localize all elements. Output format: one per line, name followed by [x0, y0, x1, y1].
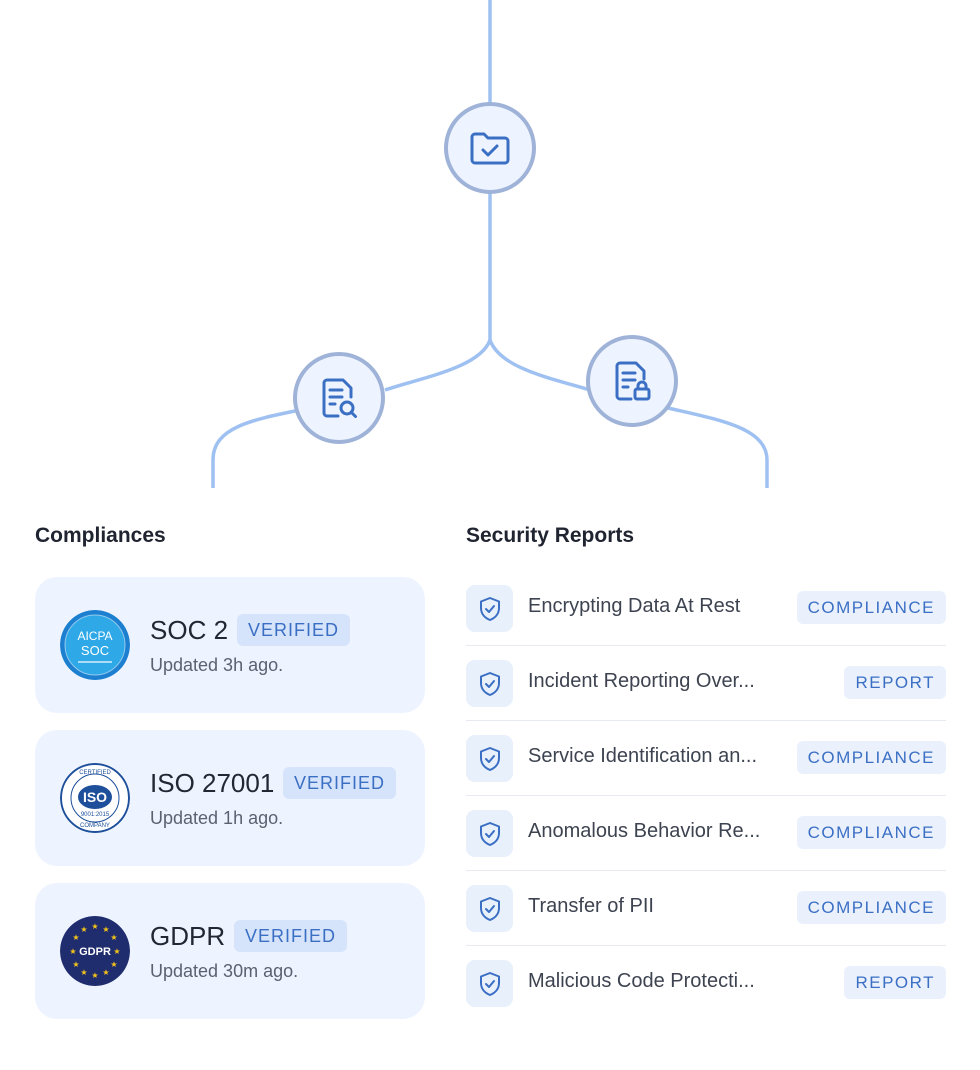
document-lock-icon [615, 361, 651, 401]
shield-check-icon [466, 585, 513, 632]
svg-text:★: ★ [91, 922, 98, 931]
svg-text:★: ★ [80, 925, 87, 934]
svg-text:★: ★ [113, 947, 120, 956]
gdpr-logo-text: GDPR [79, 946, 111, 958]
report-title: Incident Reporting Over... [528, 670, 755, 692]
shield-check-icon [466, 810, 513, 857]
compliance-card-iso27001[interactable]: ISO CERTIFIED 9001:2015 COMPANY ISO 2700… [35, 730, 425, 866]
iso-certified-text: CERTIFIED [79, 770, 111, 776]
report-row[interactable]: Anomalous Behavior Re... COMPLIANCE [466, 796, 946, 871]
svg-text:★: ★ [102, 968, 109, 977]
report-tag: REPORT [844, 666, 946, 699]
report-tag: COMPLIANCE [796, 591, 946, 624]
compliance-card-gdpr[interactable]: ★★★ ★★★ ★★★ ★★★ GDPR GDPR VERIFIED Updat… [35, 883, 425, 1019]
iso-logo: ISO CERTIFIED 9001:2015 COMPANY [60, 763, 130, 833]
report-tag: COMPLIANCE [796, 891, 946, 924]
compliance-updated: Updated 30m ago. [150, 961, 299, 981]
compliance-updated: Updated 1h ago. [150, 808, 284, 828]
verified-badge: VERIFIED [237, 614, 351, 646]
connector-tree [211, 0, 769, 488]
svg-text:★: ★ [110, 960, 117, 969]
report-title: Encrypting Data At Rest [528, 595, 741, 617]
verified-badge: VERIFIED [234, 920, 348, 952]
svg-text:★: ★ [72, 960, 79, 969]
report-row[interactable]: Incident Reporting Over... REPORT [466, 646, 946, 721]
compliance-name: SOC 2 [150, 615, 229, 645]
shield-check-icon [466, 885, 513, 932]
report-tag: REPORT [844, 966, 946, 999]
right-drop-line [667, 406, 769, 488]
soc-logo-text: SOC [81, 643, 109, 658]
report-row[interactable]: Service Identification an... COMPLIANCE [466, 721, 946, 796]
compliances-title: Compliances [35, 524, 166, 547]
report-tag: COMPLIANCE [796, 741, 946, 774]
svg-text:★: ★ [69, 947, 76, 956]
compliance-updated: Updated 3h ago. [150, 655, 284, 675]
compliance-name: GDPR [150, 921, 226, 951]
report-tag: COMPLIANCE [796, 816, 946, 849]
iso-standard-text: 9001:2015 [81, 812, 110, 818]
report-title: Anomalous Behavior Re... [528, 820, 761, 842]
compliance-card-soc2[interactable]: AICPA SOC SOC 2 VERIFIED Updated 3h ago. [35, 577, 425, 713]
svg-text:★: ★ [80, 968, 87, 977]
shield-check-icon [466, 660, 513, 707]
report-row[interactable]: Transfer of PII COMPLIANCE [466, 871, 946, 946]
shield-check-icon [466, 735, 513, 782]
svg-text:★: ★ [91, 971, 98, 980]
report-row[interactable]: Malicious Code Protecti... REPORT [466, 946, 946, 1021]
shield-check-icon [466, 960, 513, 1007]
iso-logo-text: ISO [83, 789, 107, 805]
svg-text:★: ★ [102, 925, 109, 934]
report-title: Transfer of PII [528, 895, 654, 917]
left-drop-line [211, 408, 301, 488]
document-search-node[interactable] [293, 352, 385, 444]
report-row[interactable]: Encrypting Data At Rest COMPLIANCE [466, 571, 946, 646]
folder-check-icon [470, 132, 510, 165]
left-branch-line [384, 339, 492, 392]
compliance-name: ISO 27001 [150, 768, 275, 798]
report-title: Service Identification an... [528, 745, 758, 767]
aicpa-logo-text: AICPA [77, 629, 112, 643]
security-reports-title: Security Reports [466, 524, 635, 547]
svg-text:★: ★ [72, 933, 79, 942]
gdpr-logo: ★★★ ★★★ ★★★ ★★★ GDPR [60, 916, 130, 986]
right-branch-line [488, 339, 591, 392]
document-search-icon [322, 378, 357, 418]
report-title: Malicious Code Protecti... [528, 970, 755, 992]
svg-text:★: ★ [110, 933, 117, 942]
aicpa-soc-logo: AICPA SOC [60, 610, 130, 680]
folder-check-node[interactable] [444, 102, 536, 194]
verified-badge: VERIFIED [283, 767, 397, 799]
document-lock-node[interactable] [586, 335, 678, 427]
iso-company-text: COMPANY [80, 823, 110, 829]
